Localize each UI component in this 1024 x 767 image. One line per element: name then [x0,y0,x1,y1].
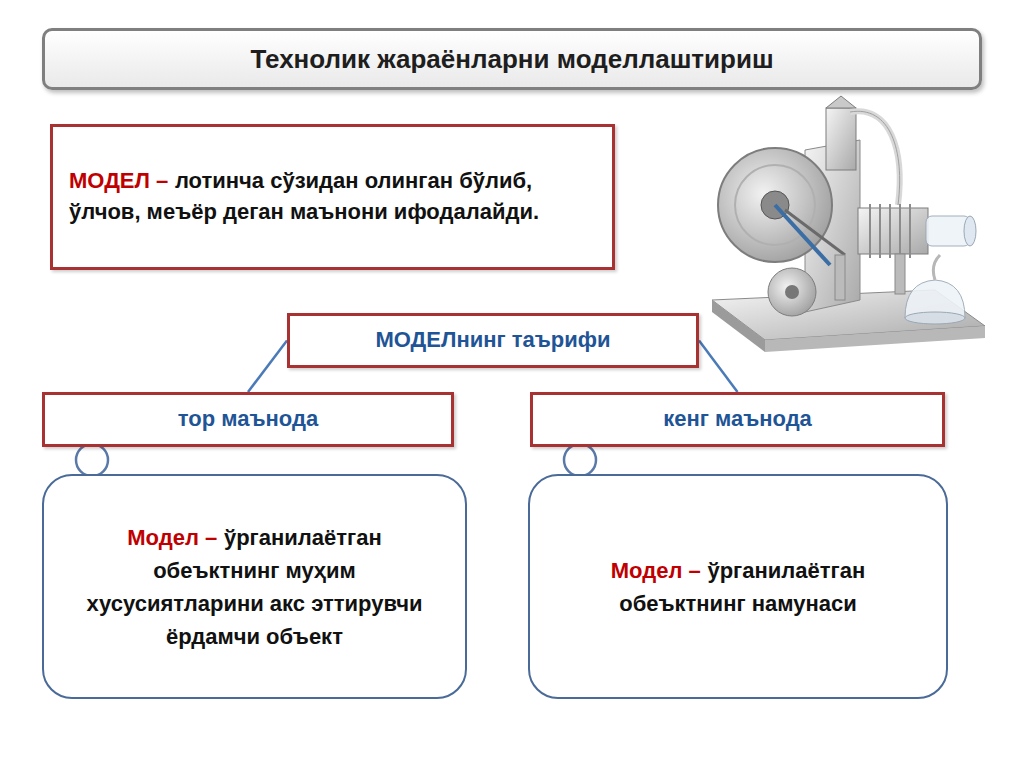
definition-card: Модел –ўрганилаётган обеъктнинг намунаси [528,474,948,699]
node-text: кенг маънода [663,406,812,431]
definition-card: Модел –ўрганилаётган обеъктнинг муҳим ху… [42,474,467,699]
term-label: Модел – [611,558,701,583]
connector-line [248,341,287,393]
heading-bar: МОДЕЛнинг таърифи [287,313,699,368]
definition-box: МОДЕЛ –лотинча сўзидан олинган бўлиб, ўл… [50,124,615,270]
heading-bar: кенг маънода [530,392,945,447]
heading-bar: тор маънода [42,392,454,447]
term-label: МОДЕЛ – [69,168,168,193]
node-text: тор маънода [178,406,318,431]
node-text: МОДЕЛнинг таърифи [375,327,610,352]
title-box: Технолик жараёнларни моделлаштириш [42,28,982,90]
term-label: Модел – [127,525,217,550]
title-text: Технолик жараёнларни моделлаштириш [250,44,773,75]
connector-line [699,341,738,393]
